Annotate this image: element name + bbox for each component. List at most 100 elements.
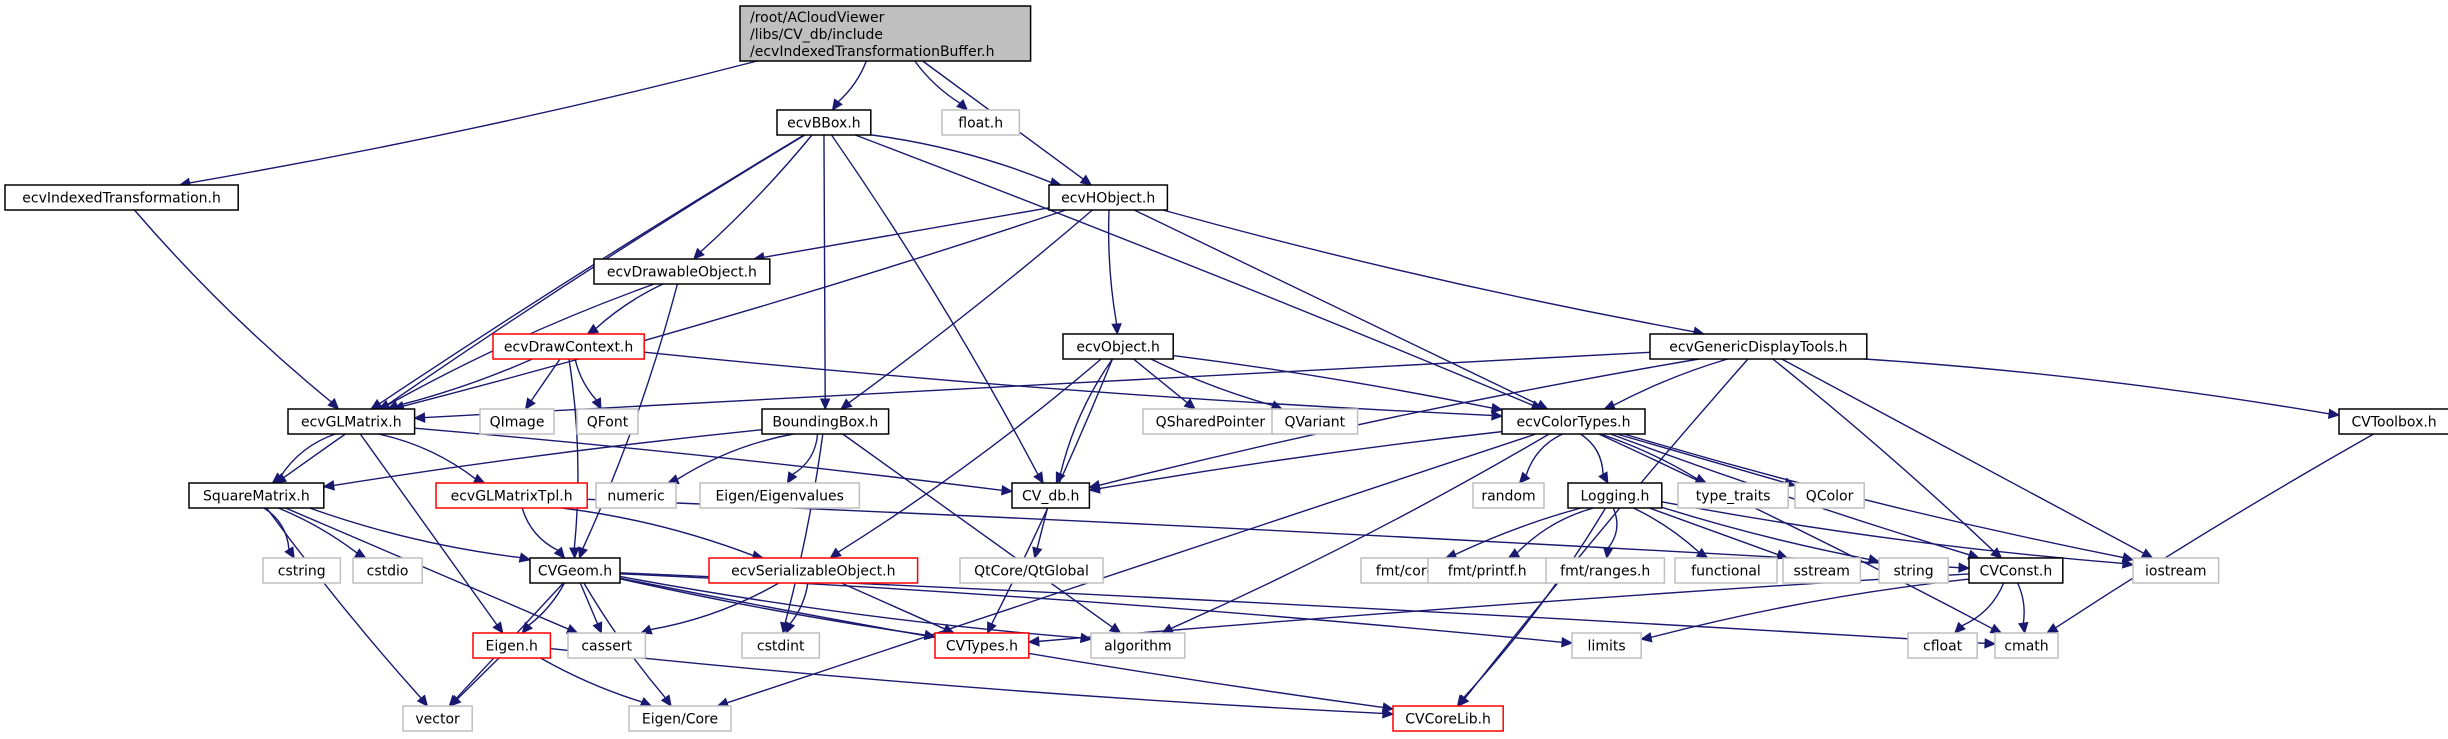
edge-Logging-to-string bbox=[1661, 506, 1870, 561]
node-EigenCore: Eigen/Core bbox=[628, 705, 732, 732]
node-sstream: sstream bbox=[1782, 557, 1862, 584]
edge-ecvGenericDisplayTools-to-iostream bbox=[1781, 358, 2145, 554]
node-ecvObject[interactable]: ecvObject.h bbox=[1062, 333, 1174, 360]
arrowhead-icon bbox=[370, 398, 383, 410]
node-cstring: cstring bbox=[262, 557, 342, 584]
arrowhead-icon bbox=[553, 546, 566, 559]
node-CVToolbox[interactable]: CVToolbox.h bbox=[2338, 408, 2448, 435]
node-ecvDrawableObject[interactable]: ecvDrawableObject.h bbox=[593, 258, 771, 285]
node-CVTypes[interactable]: CVTypes.h bbox=[934, 632, 1030, 659]
edge-Logging-to-functional bbox=[1633, 507, 1700, 553]
node-label: ecvGLMatrix.h bbox=[301, 415, 402, 431]
node-box bbox=[479, 408, 555, 435]
arrowhead-icon bbox=[1598, 471, 1609, 485]
node-box bbox=[708, 557, 919, 584]
node-root[interactable]: /root/ACloudViewer/libs/CV_db/include/ec… bbox=[739, 5, 1032, 62]
node-SquareMatrix[interactable]: SquareMatrix.h bbox=[188, 482, 325, 509]
node-label: cfloat bbox=[1923, 639, 1963, 655]
node-string: string bbox=[1878, 557, 1949, 584]
edge-ecvDrawContext-to-ecvColorTypes bbox=[644, 351, 1493, 417]
node-label: CVGeom.h bbox=[538, 564, 612, 580]
arrowhead-icon bbox=[569, 547, 580, 560]
node-QColor: QColor bbox=[1794, 482, 1865, 509]
edge-ecvDrawContext-to-CVGeom bbox=[568, 358, 579, 549]
node-CVCoreLib[interactable]: CVCoreLib.h bbox=[1392, 705, 1504, 732]
arrowhead-icon bbox=[1535, 399, 1549, 410]
node-ecvIndexedTransformation[interactable]: ecvIndexedTransformation.h bbox=[4, 184, 239, 211]
edge-ecvColorTypes-to-CVConst bbox=[1610, 433, 1970, 556]
arrowhead-icon bbox=[639, 696, 653, 707]
edge-CVConst-to-limits bbox=[1650, 578, 1970, 639]
arrowhead-icon bbox=[1953, 621, 1966, 634]
node-BoundingBox[interactable]: BoundingBox.h bbox=[761, 408, 890, 435]
node-limits: limits bbox=[1571, 632, 1642, 659]
arrowhead-icon bbox=[271, 472, 284, 484]
edges-layer bbox=[133, 60, 2374, 719]
node-label: QImage bbox=[490, 415, 545, 431]
node-label: fmt/printf.h bbox=[1448, 564, 1527, 580]
node-box bbox=[1994, 632, 2059, 659]
node-label: ecvColorTypes.h bbox=[1517, 415, 1631, 431]
node-label: ecvGLMatrixTpl.h bbox=[451, 489, 573, 505]
arrowhead-icon bbox=[1382, 708, 1395, 719]
edge-ecvColorTypes-to-type_traits bbox=[1600, 433, 1698, 480]
edge-ecvGenericDisplayTools-to-CVCoreLib bbox=[1464, 358, 1749, 699]
node-ecvGLMatrix[interactable]: ecvGLMatrix.h bbox=[287, 408, 416, 435]
node-label: QtCore/QtGlobal bbox=[974, 564, 1089, 580]
edge-ecvHObject-to-ecvGenericDisplayTools bbox=[1162, 209, 1695, 333]
node-ecvDrawContext[interactable]: ecvDrawContext.h bbox=[492, 333, 645, 360]
edge-ecvGenericDisplayTools-to-CV_db bbox=[1099, 358, 1700, 486]
node-label: vector bbox=[415, 712, 460, 728]
edge-ecvDrawContext-to-ecvGLMatrix bbox=[396, 358, 533, 407]
node-label: ecvGenericDisplayTools.h bbox=[1669, 340, 1847, 356]
node-cstdint: cstdint bbox=[741, 632, 821, 659]
edge-Eigen-to-vector bbox=[456, 657, 500, 700]
node-label: cstdint bbox=[757, 639, 805, 655]
node-QtGlobal: QtCore/QtGlobal bbox=[959, 557, 1104, 584]
node-box bbox=[1794, 482, 1865, 509]
edge-ecvGLMatrix-to-ecvGLMatrixTpl bbox=[378, 433, 476, 480]
node-label: ecvIndexedTransformation.h bbox=[22, 191, 221, 207]
node-cstdio: cstdio bbox=[352, 557, 423, 584]
node-float: float.h bbox=[941, 109, 1021, 136]
node-box bbox=[529, 557, 621, 584]
arrowhead-icon bbox=[1079, 174, 1093, 186]
node-fmtprintf: fmt/printf.h bbox=[1427, 557, 1548, 584]
edge-ecvColorTypes-to-random bbox=[1525, 433, 1563, 476]
node-box bbox=[472, 632, 552, 659]
node-CVConst[interactable]: CVConst.h bbox=[1968, 557, 2064, 584]
node-Eigen[interactable]: Eigen.h bbox=[472, 632, 552, 659]
arrowhead-icon bbox=[923, 629, 937, 641]
arrowhead-icon bbox=[565, 624, 579, 634]
node-label: /libs/CV_db/include bbox=[750, 27, 883, 43]
node-CV_db[interactable]: CV_db.h bbox=[1011, 482, 1091, 509]
edge-ecvSerializableObject-to-cstdint bbox=[789, 582, 809, 625]
node-ecvHObject[interactable]: ecvHObject.h bbox=[1048, 184, 1169, 211]
arrowhead-icon bbox=[2327, 408, 2341, 420]
node-ecvBBox[interactable]: ecvBBox.h bbox=[776, 109, 872, 136]
arrowhead-icon bbox=[327, 397, 340, 410]
node-box bbox=[188, 482, 325, 509]
edge-ecvDrawContext-to-QFont bbox=[574, 358, 597, 401]
arrowhead-icon bbox=[1161, 623, 1174, 634]
node-box bbox=[1142, 408, 1279, 435]
node-CVGeom[interactable]: CVGeom.h bbox=[529, 557, 621, 584]
edge-Logging-to-sstream bbox=[1649, 507, 1779, 556]
node-label: Logging.h bbox=[1580, 489, 1649, 505]
node-label: /ecvIndexedTransformationBuffer.h bbox=[750, 44, 995, 60]
node-box bbox=[593, 258, 771, 285]
node-label: iostream bbox=[2145, 564, 2207, 580]
node-label: CV_db.h bbox=[1022, 489, 1079, 505]
node-ecvSerializableObject[interactable]: ecvSerializableObject.h bbox=[708, 557, 919, 584]
node-Logging[interactable]: Logging.h bbox=[1567, 482, 1663, 509]
arrowhead-icon bbox=[322, 480, 335, 491]
node-ecvGLMatrixTpl[interactable]: ecvGLMatrixTpl.h bbox=[435, 482, 588, 509]
node-box bbox=[595, 482, 677, 509]
arrowhead-icon bbox=[785, 621, 796, 635]
node-ecvColorTypes[interactable]: ecvColorTypes.h bbox=[1501, 408, 1646, 435]
edge-ecvObject-to-ecvColorTypes bbox=[1173, 354, 1493, 409]
arrowhead-icon bbox=[413, 412, 426, 423]
edge-ecvBBox-to-ecvDrawableObject bbox=[700, 134, 813, 253]
node-ecvGenericDisplayTools[interactable]: ecvGenericDisplayTools.h bbox=[1649, 333, 1868, 360]
